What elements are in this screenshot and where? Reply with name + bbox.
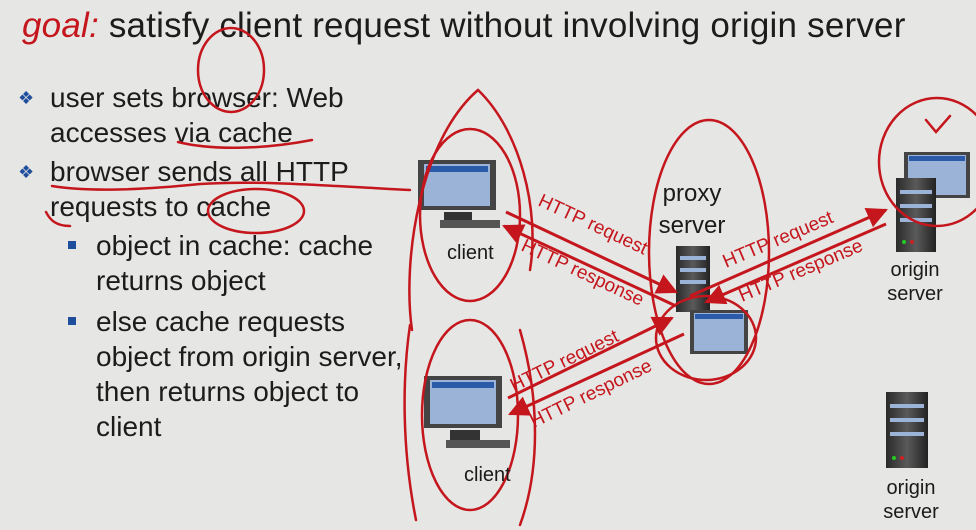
- client-computer-icon: [418, 160, 500, 228]
- origin-server-label: origin server: [876, 476, 946, 524]
- title-text: satisfy client request without involving…: [108, 6, 906, 45]
- origin-label-line2: server: [887, 283, 943, 305]
- bullet-list: ❖ user sets browser: Web accesses via ca…: [18, 80, 418, 450]
- title-keyword: goal:: [22, 6, 99, 45]
- bullet-text: user sets browser: Web accesses via cach…: [50, 82, 344, 148]
- square-bullet-icon: [68, 241, 76, 249]
- square-bullet-icon: [68, 317, 76, 325]
- handwritten-annotations: [44, 26, 976, 527]
- bullet-text: browser sends all HTTP requests to cache: [50, 156, 349, 222]
- request-arrow: [689, 207, 888, 298]
- sub-bullet-text: else cache requests object from origin s…: [96, 306, 403, 442]
- proxy-label-line2: server: [658, 212, 726, 239]
- proxy-server-icon: [676, 246, 748, 354]
- sub-bullet-item: object in cache: cache returns object: [18, 228, 418, 298]
- slide-title: goal: satisfy client request without inv…: [22, 6, 906, 46]
- origin-label-line1: origin: [886, 477, 936, 499]
- bullet-item: ❖ user sets browser: Web accesses via ca…: [18, 80, 418, 150]
- client-label: client: [464, 464, 511, 486]
- request-arrow: [505, 210, 678, 294]
- diamond-bullet-icon: ❖: [18, 162, 35, 182]
- origin-server-icon: [886, 392, 928, 468]
- response-arrow: [508, 332, 685, 416]
- origin-label-line2: server: [883, 501, 939, 523]
- client-label: client: [447, 242, 494, 264]
- origin-server-label: origin server: [880, 258, 950, 306]
- diamond-bullet-icon: ❖: [18, 88, 35, 108]
- request-arrow: [507, 316, 674, 400]
- origin-server-icon: [896, 152, 970, 252]
- sub-bullet-item: else cache requests object from origin s…: [18, 304, 418, 444]
- sub-bullet-text: object in cache: cache returns object: [96, 230, 374, 296]
- proxy-label-line1: proxy: [662, 180, 722, 207]
- response-arrow: [704, 222, 887, 305]
- proxy-server-label: proxy server: [652, 178, 732, 242]
- client-computer-icon: [424, 376, 510, 448]
- bullet-item: ❖ browser sends all HTTP requests to cac…: [18, 154, 418, 224]
- origin-label-line1: origin: [890, 259, 940, 281]
